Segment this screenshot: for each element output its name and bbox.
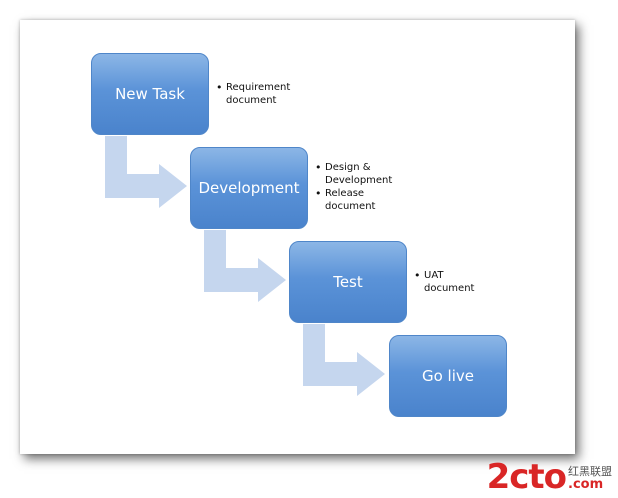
bent-arrow-1 (105, 136, 187, 208)
note-item: Design & Development (315, 161, 405, 187)
connector-arrows (105, 136, 385, 396)
step-new-task: New Task (91, 53, 209, 135)
step-test: Test (289, 241, 407, 323)
watermark: 2cto 红黑联盟 .com (487, 460, 612, 494)
notes-test: UAT document (414, 269, 494, 295)
bent-arrow-3 (303, 324, 385, 396)
note-item: UAT document (414, 269, 494, 295)
step-label: Go live (421, 367, 474, 385)
notes-new-task: Requirement document (216, 81, 306, 107)
slide: New Task Development Test Go live Requir… (20, 20, 575, 454)
notes-development: Design & Development Release document (315, 161, 405, 213)
step-go-live: Go live (389, 335, 507, 417)
step-label: Test (333, 273, 363, 291)
watermark-chinese: 红黑联盟 (568, 465, 612, 478)
step-label: New Task (115, 85, 185, 103)
watermark-domain: .com (568, 477, 604, 492)
step-development: Development (190, 147, 308, 229)
note-item: Release document (315, 187, 405, 213)
bent-arrow-2 (204, 230, 286, 302)
watermark-logo: 2cto (486, 457, 567, 497)
step-label: Development (198, 179, 300, 197)
note-item: Requirement document (216, 81, 306, 107)
